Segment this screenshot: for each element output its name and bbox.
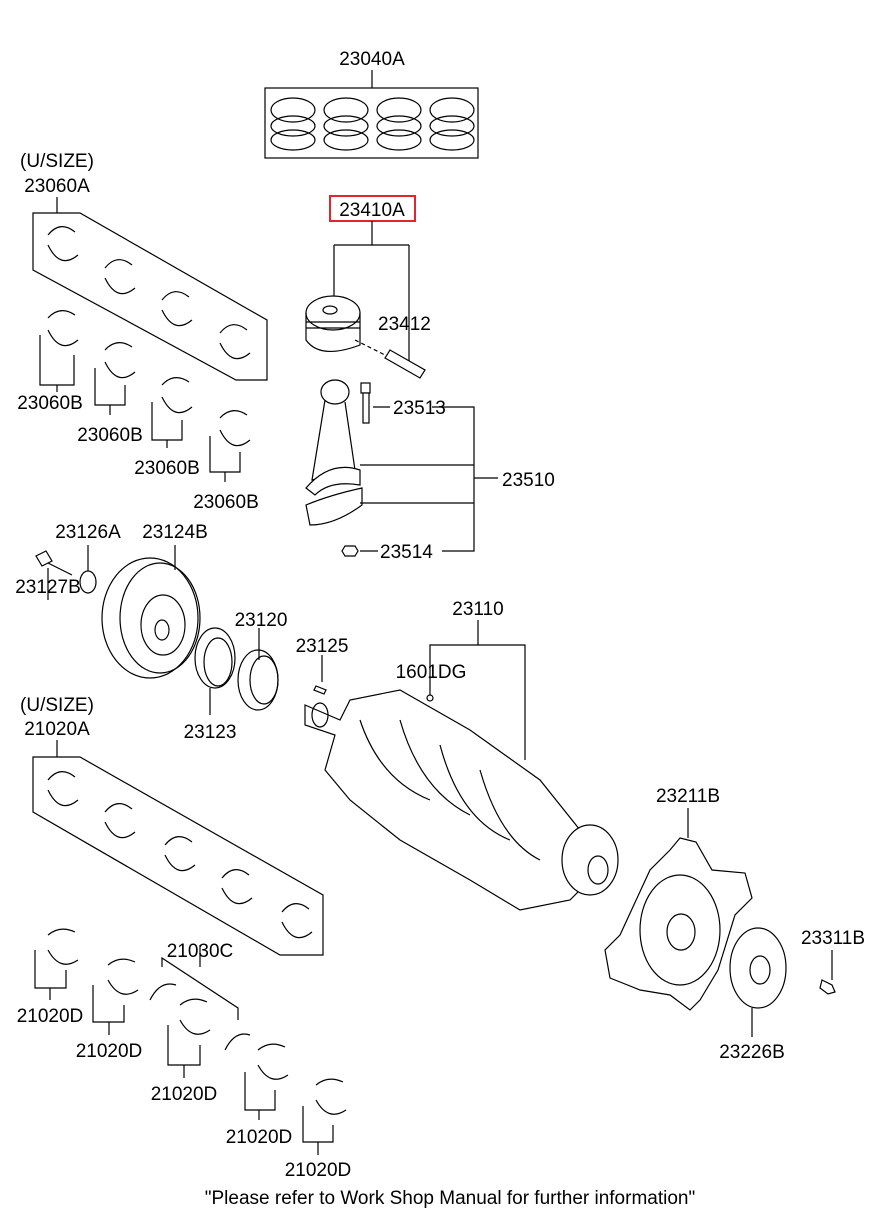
main-bearing-box bbox=[32, 740, 324, 956]
piston-ring-set[interactable] bbox=[264, 70, 479, 159]
label-23514[interactable]: 23514 bbox=[380, 542, 433, 563]
ring-stack-1 bbox=[270, 97, 316, 151]
leader-23510 bbox=[360, 406, 498, 552]
label-usize-1: (U/SIZE) bbox=[20, 151, 94, 172]
leader-23410A bbox=[333, 221, 410, 370]
label-23126A[interactable]: 23126A bbox=[55, 522, 121, 543]
drive-plate[interactable] bbox=[604, 837, 753, 1011]
label-23410A[interactable]: 23410A bbox=[339, 200, 405, 221]
label-21020D-4[interactable]: 21020D bbox=[226, 1127, 293, 1148]
label-23060A[interactable]: 23060A bbox=[24, 176, 90, 197]
bearing-21020D-1[interactable] bbox=[34, 928, 79, 1000]
bearing-set-box bbox=[32, 197, 268, 381]
flange-23123[interactable] bbox=[194, 627, 236, 715]
bearing-23060B-2[interactable] bbox=[94, 342, 136, 415]
plug-1601DG[interactable] bbox=[426, 694, 434, 702]
bearing-21020D-4[interactable] bbox=[244, 1043, 289, 1120]
label-23060B-4[interactable]: 23060B bbox=[193, 492, 259, 513]
label-23110[interactable]: 23110 bbox=[452, 599, 503, 620]
bolt-23127B[interactable] bbox=[35, 550, 73, 600]
label-23060B-1[interactable]: 23060B bbox=[17, 393, 83, 414]
label-23211B[interactable]: 23211B bbox=[656, 786, 720, 807]
ring-stack-2 bbox=[323, 97, 369, 151]
label-21020D-2[interactable]: 21020D bbox=[76, 1041, 143, 1062]
adapter-plate[interactable] bbox=[729, 927, 787, 1037]
conrod-bolt[interactable] bbox=[360, 382, 371, 424]
upper-bearing-shells[interactable] bbox=[47, 226, 251, 360]
label-23125[interactable]: 23125 bbox=[296, 636, 349, 657]
label-23513[interactable]: 23513 bbox=[393, 398, 446, 419]
leader-23110 bbox=[429, 620, 526, 760]
connecting-rod[interactable] bbox=[305, 379, 363, 526]
crank-pulley[interactable] bbox=[101, 545, 201, 679]
bearing-21020D-3[interactable] bbox=[167, 998, 211, 1078]
bearing-23060B-1[interactable] bbox=[39, 310, 79, 392]
label-23510[interactable]: 23510 bbox=[502, 470, 555, 491]
label-usize-2: (U/SIZE) bbox=[20, 695, 94, 716]
label-1601DG[interactable]: 1601DG bbox=[396, 662, 467, 683]
crankshaft[interactable] bbox=[304, 689, 619, 911]
label-23124B[interactable]: 23124B bbox=[142, 522, 208, 543]
bearing-21020D-2[interactable] bbox=[92, 958, 139, 1035]
label-21020D-5[interactable]: 21020D bbox=[285, 1160, 352, 1181]
label-21030C[interactable]: 21030C bbox=[167, 941, 234, 962]
piston[interactable] bbox=[305, 295, 361, 352]
ring-stack-3 bbox=[376, 97, 422, 151]
label-21020A[interactable]: 21020A bbox=[24, 719, 90, 740]
bearing-23060B-4[interactable] bbox=[209, 410, 251, 482]
conrod-nut[interactable] bbox=[341, 545, 359, 557]
sprocket-23120[interactable] bbox=[237, 628, 279, 711]
label-21020D-1[interactable]: 21020D bbox=[17, 1006, 84, 1027]
label-23412[interactable]: 23412 bbox=[378, 314, 431, 335]
label-21020D-3[interactable]: 21020D bbox=[151, 1084, 218, 1105]
ring-stack-4 bbox=[429, 97, 475, 151]
thrust-washers[interactable] bbox=[149, 945, 251, 1051]
label-23226B[interactable]: 23226B bbox=[719, 1042, 785, 1063]
piston-pin[interactable] bbox=[354, 339, 426, 379]
bearing-23060B-3[interactable] bbox=[151, 377, 193, 448]
label-23060B-3[interactable]: 23060B bbox=[134, 458, 200, 479]
washer-23126A[interactable] bbox=[79, 545, 97, 594]
drive-bolt[interactable] bbox=[819, 950, 836, 995]
main-bearing-shells[interactable] bbox=[47, 771, 313, 939]
label-23123[interactable]: 23123 bbox=[184, 722, 237, 743]
footer-note: "Please refer to Work Shop Manual for fu… bbox=[205, 1188, 695, 1209]
label-23127B[interactable]: 23127B bbox=[15, 577, 81, 598]
label-23040A[interactable]: 23040A bbox=[339, 49, 405, 70]
label-23120[interactable]: 23120 bbox=[235, 610, 288, 631]
bearing-21020D-5[interactable] bbox=[302, 1078, 347, 1155]
key-23125[interactable] bbox=[313, 655, 327, 695]
label-23060B-2[interactable]: 23060B bbox=[77, 425, 143, 446]
label-23311B[interactable]: 23311B bbox=[801, 928, 865, 949]
